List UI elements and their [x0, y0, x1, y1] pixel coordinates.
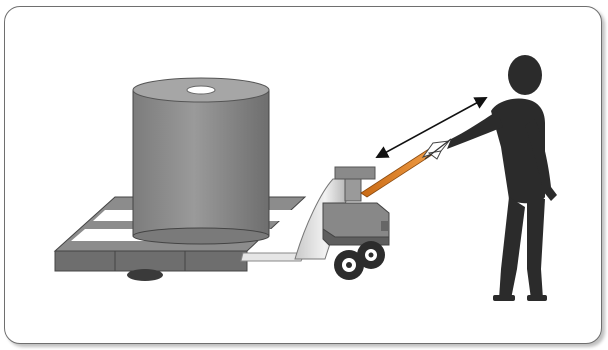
jack-wheels — [334, 241, 385, 280]
pallet-jack-illustration — [5, 7, 602, 344]
illustration-frame — [4, 6, 602, 344]
paper-roll — [133, 78, 269, 244]
worker-silhouette — [447, 55, 557, 301]
